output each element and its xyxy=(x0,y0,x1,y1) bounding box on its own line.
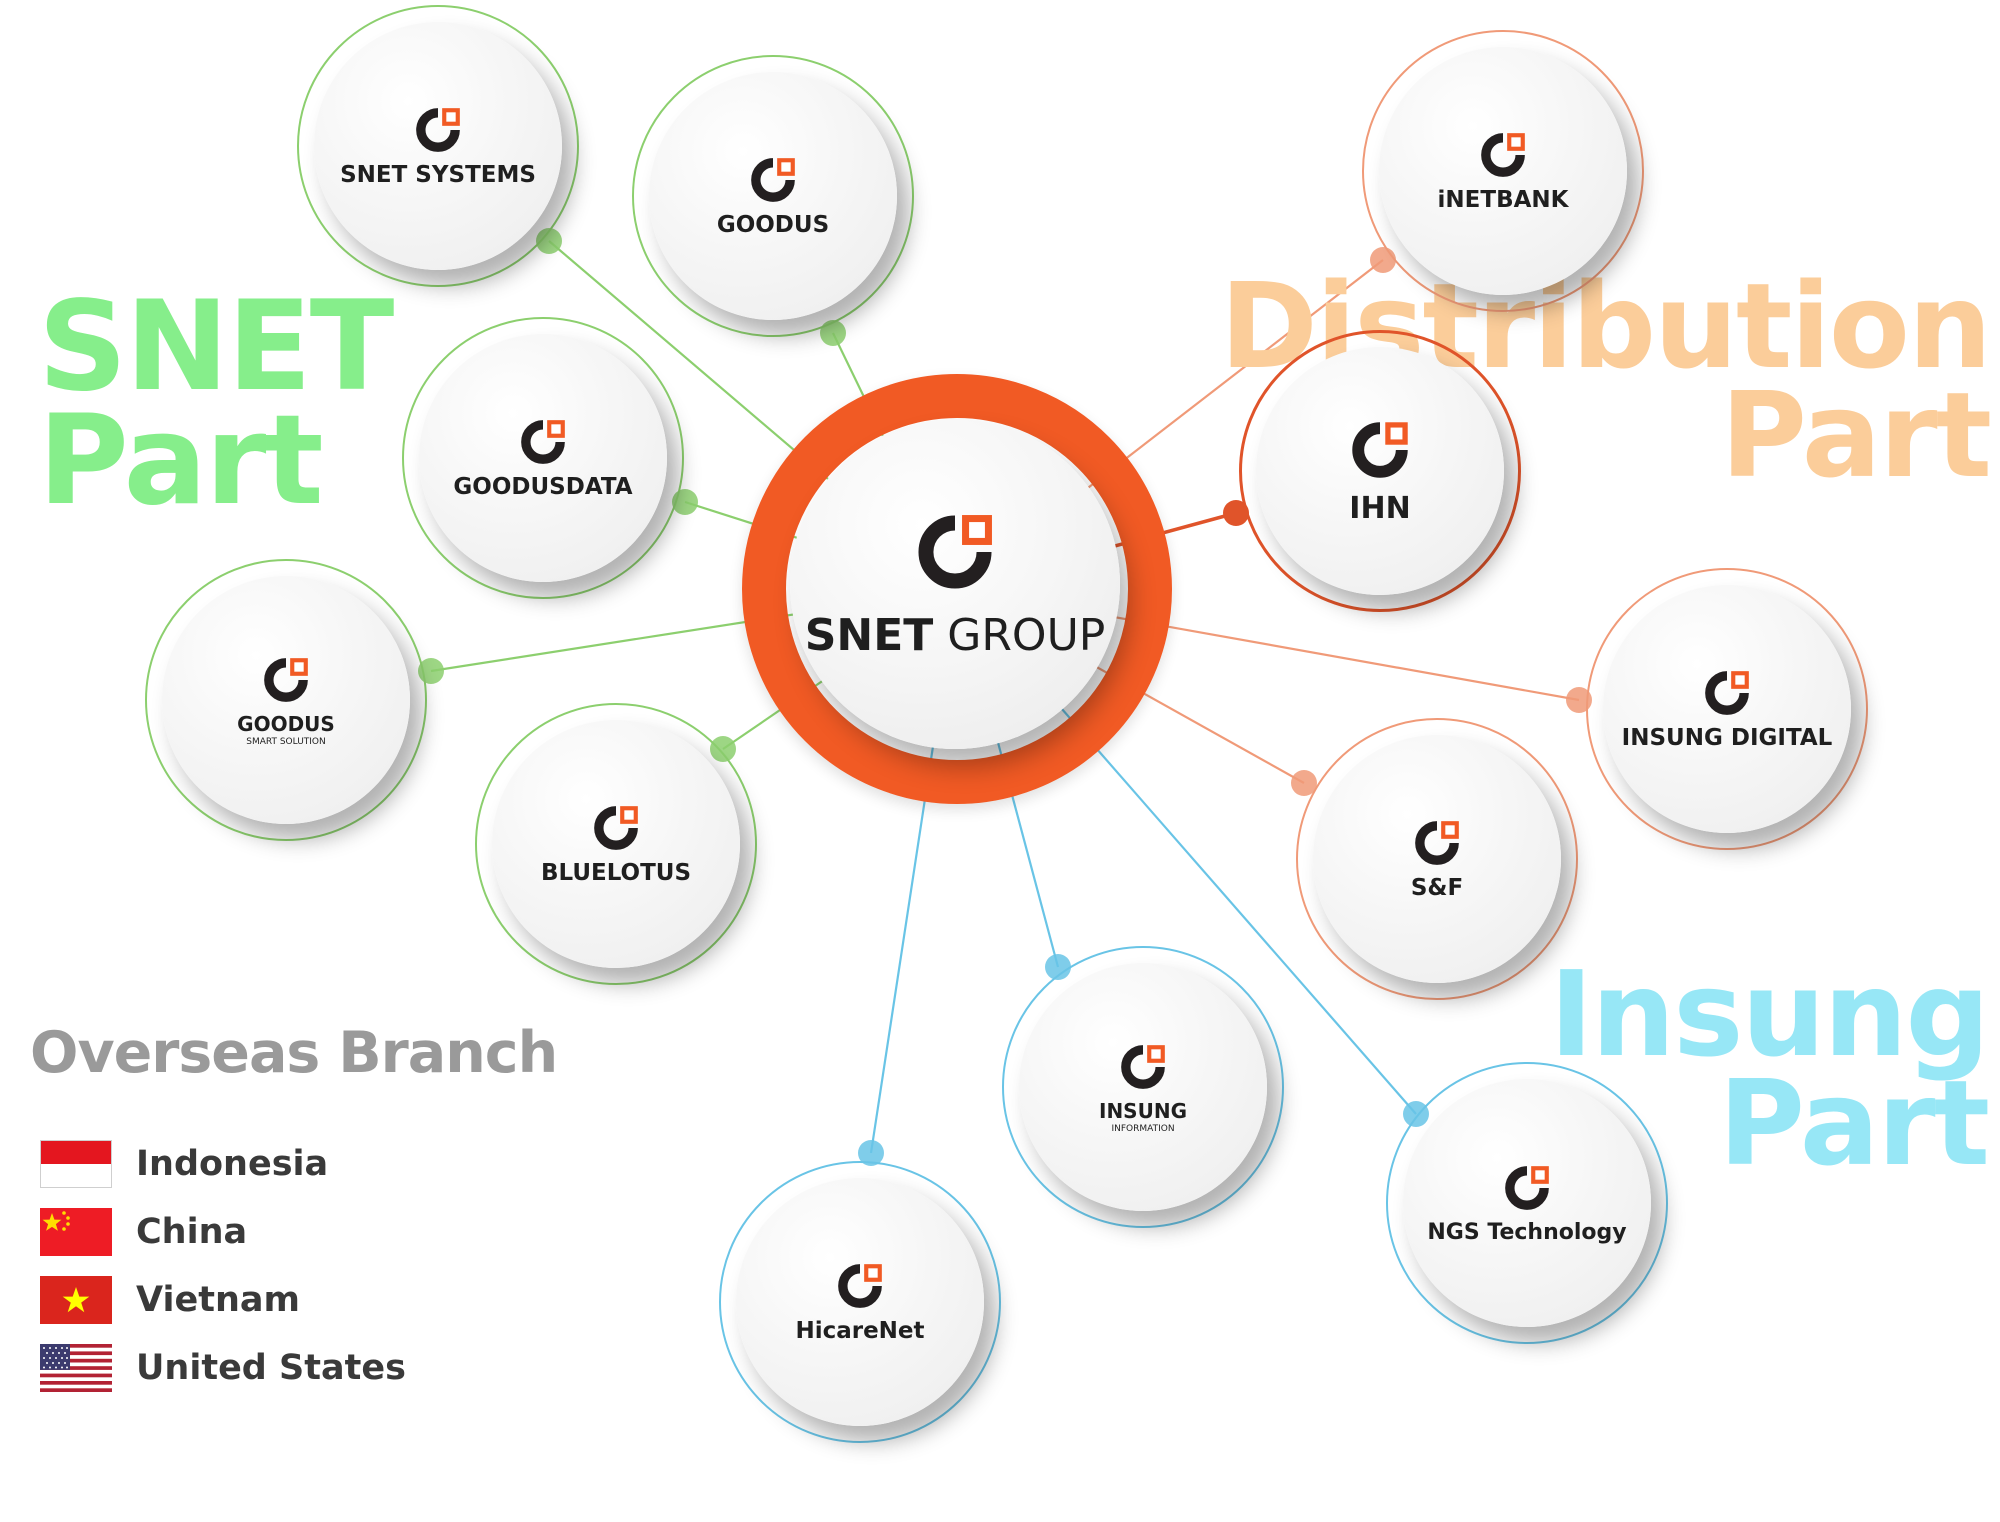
company-node-goodus[interactable]: GOODUS xyxy=(649,72,897,320)
node-ring-bluelotus xyxy=(475,703,757,985)
company-name: iNETBANK xyxy=(1437,187,1569,213)
company-name: INSUNG xyxy=(1099,1098,1187,1123)
branch-row-indonesia: Indonesia xyxy=(40,1140,328,1188)
insung-part-line-1: Insung xyxy=(1549,945,1990,1083)
company-node-bluelotus[interactable]: BLUELOTUS xyxy=(492,720,740,968)
node-ring-s-and-f xyxy=(1296,718,1578,1000)
branch-name: Indonesia xyxy=(136,1144,329,1184)
snet-logo-icon xyxy=(521,420,565,464)
company-subtitle: INFORMATION xyxy=(1111,1123,1175,1134)
branch-row-united-states: United States xyxy=(40,1344,406,1392)
connector-dot-ihn xyxy=(1223,500,1249,526)
node-ring-goodus xyxy=(632,55,914,337)
company-subtitle: SMART SOLUTION xyxy=(246,736,326,747)
branch-name: China xyxy=(136,1212,248,1252)
snet-logo-icon xyxy=(751,158,795,202)
node-ring-goodusdata xyxy=(402,317,684,599)
distribution-part-line-2: Part xyxy=(1720,365,1992,504)
snet-logo-icon xyxy=(1415,821,1459,865)
snet-part-line-2: Part xyxy=(38,389,324,534)
company-name: S&F xyxy=(1410,875,1464,901)
branch-name: Vietnam xyxy=(136,1280,300,1320)
company-node-goodusdata[interactable]: GOODUSDATA xyxy=(419,334,667,582)
snet-logo-icon xyxy=(1121,1044,1165,1089)
us-flag-icon xyxy=(40,1344,112,1392)
node-ring-ihn xyxy=(1239,330,1521,612)
china-flag-icon xyxy=(40,1208,112,1256)
company-name: HicareNet xyxy=(795,1318,925,1344)
node-ring-insung-digital xyxy=(1586,568,1868,850)
snet-logo-icon xyxy=(838,1264,882,1308)
snet-logo-icon xyxy=(1352,421,1408,478)
overseas-branch-title: Overseas Branch xyxy=(30,1020,558,1086)
company-node-inetbank[interactable]: iNETBANK xyxy=(1379,47,1627,295)
node-ring-inetbank xyxy=(1362,30,1644,312)
vietnam-flag-icon xyxy=(40,1276,112,1324)
snet-logo-icon xyxy=(1481,133,1525,177)
branch-name: United States xyxy=(136,1348,406,1388)
company-name: BLUELOTUS xyxy=(540,860,692,886)
company-name: GOODUS xyxy=(237,711,335,736)
company-name: INSUNG DIGITAL xyxy=(1621,725,1833,751)
snet-logo-icon xyxy=(416,108,460,152)
company-node-ngs-technology[interactable]: NGS Technology xyxy=(1403,1079,1651,1327)
center-node[interactable]: SNET GROUP xyxy=(790,419,1120,749)
connector-dot-hicarenet xyxy=(858,1140,884,1166)
node-ring-goodus-smart xyxy=(145,559,427,841)
insung-part-label: Insung Part xyxy=(1549,945,1990,1192)
company-name: GOODUS xyxy=(716,212,830,238)
company-name: SNET SYSTEMS xyxy=(340,162,536,188)
node-ring-hicarenet xyxy=(719,1161,1001,1443)
company-node-snet-systems[interactable]: SNET SYSTEMS xyxy=(314,22,562,270)
company-name: NGS Technology xyxy=(1427,1219,1627,1245)
snet-logo-icon xyxy=(264,657,308,702)
connector-dot-s-and-f xyxy=(1291,770,1317,796)
node-ring-ngs-technology xyxy=(1386,1062,1668,1344)
branch-row-vietnam: Vietnam xyxy=(40,1276,300,1324)
company-name: GOODUSDATA xyxy=(453,474,633,500)
connector-dot-insung-digital xyxy=(1566,687,1592,713)
company-node-hicarenet[interactable]: HicareNet xyxy=(736,1178,984,1426)
center-title-light: GROUP xyxy=(933,609,1106,661)
center-title: SNET GROUP xyxy=(805,610,1106,661)
snet-part-line-1: SNET xyxy=(38,275,394,419)
indonesia-flag-icon xyxy=(40,1140,112,1188)
snet-logo-icon xyxy=(1705,671,1749,715)
snet-part-label: SNET Part xyxy=(38,275,394,534)
company-name: IHN xyxy=(1349,490,1411,526)
company-node-ihn[interactable]: IHN xyxy=(1256,347,1504,595)
node-ring-insung-information xyxy=(1002,946,1284,1228)
company-node-s-and-f[interactable]: S&F xyxy=(1313,735,1561,983)
branch-row-china: China xyxy=(40,1208,247,1256)
company-node-insung-digital[interactable]: INSUNG DIGITAL xyxy=(1603,585,1851,833)
insung-part-line-2: Part xyxy=(1718,1053,1990,1192)
snet-logo-icon xyxy=(1505,1165,1549,1210)
snet-logo-icon xyxy=(594,806,638,850)
connector-dot-goodus xyxy=(820,320,846,346)
node-ring-snet-systems xyxy=(297,5,579,287)
snet-logo-icon xyxy=(918,514,992,588)
center-title-bold: SNET xyxy=(804,609,934,661)
